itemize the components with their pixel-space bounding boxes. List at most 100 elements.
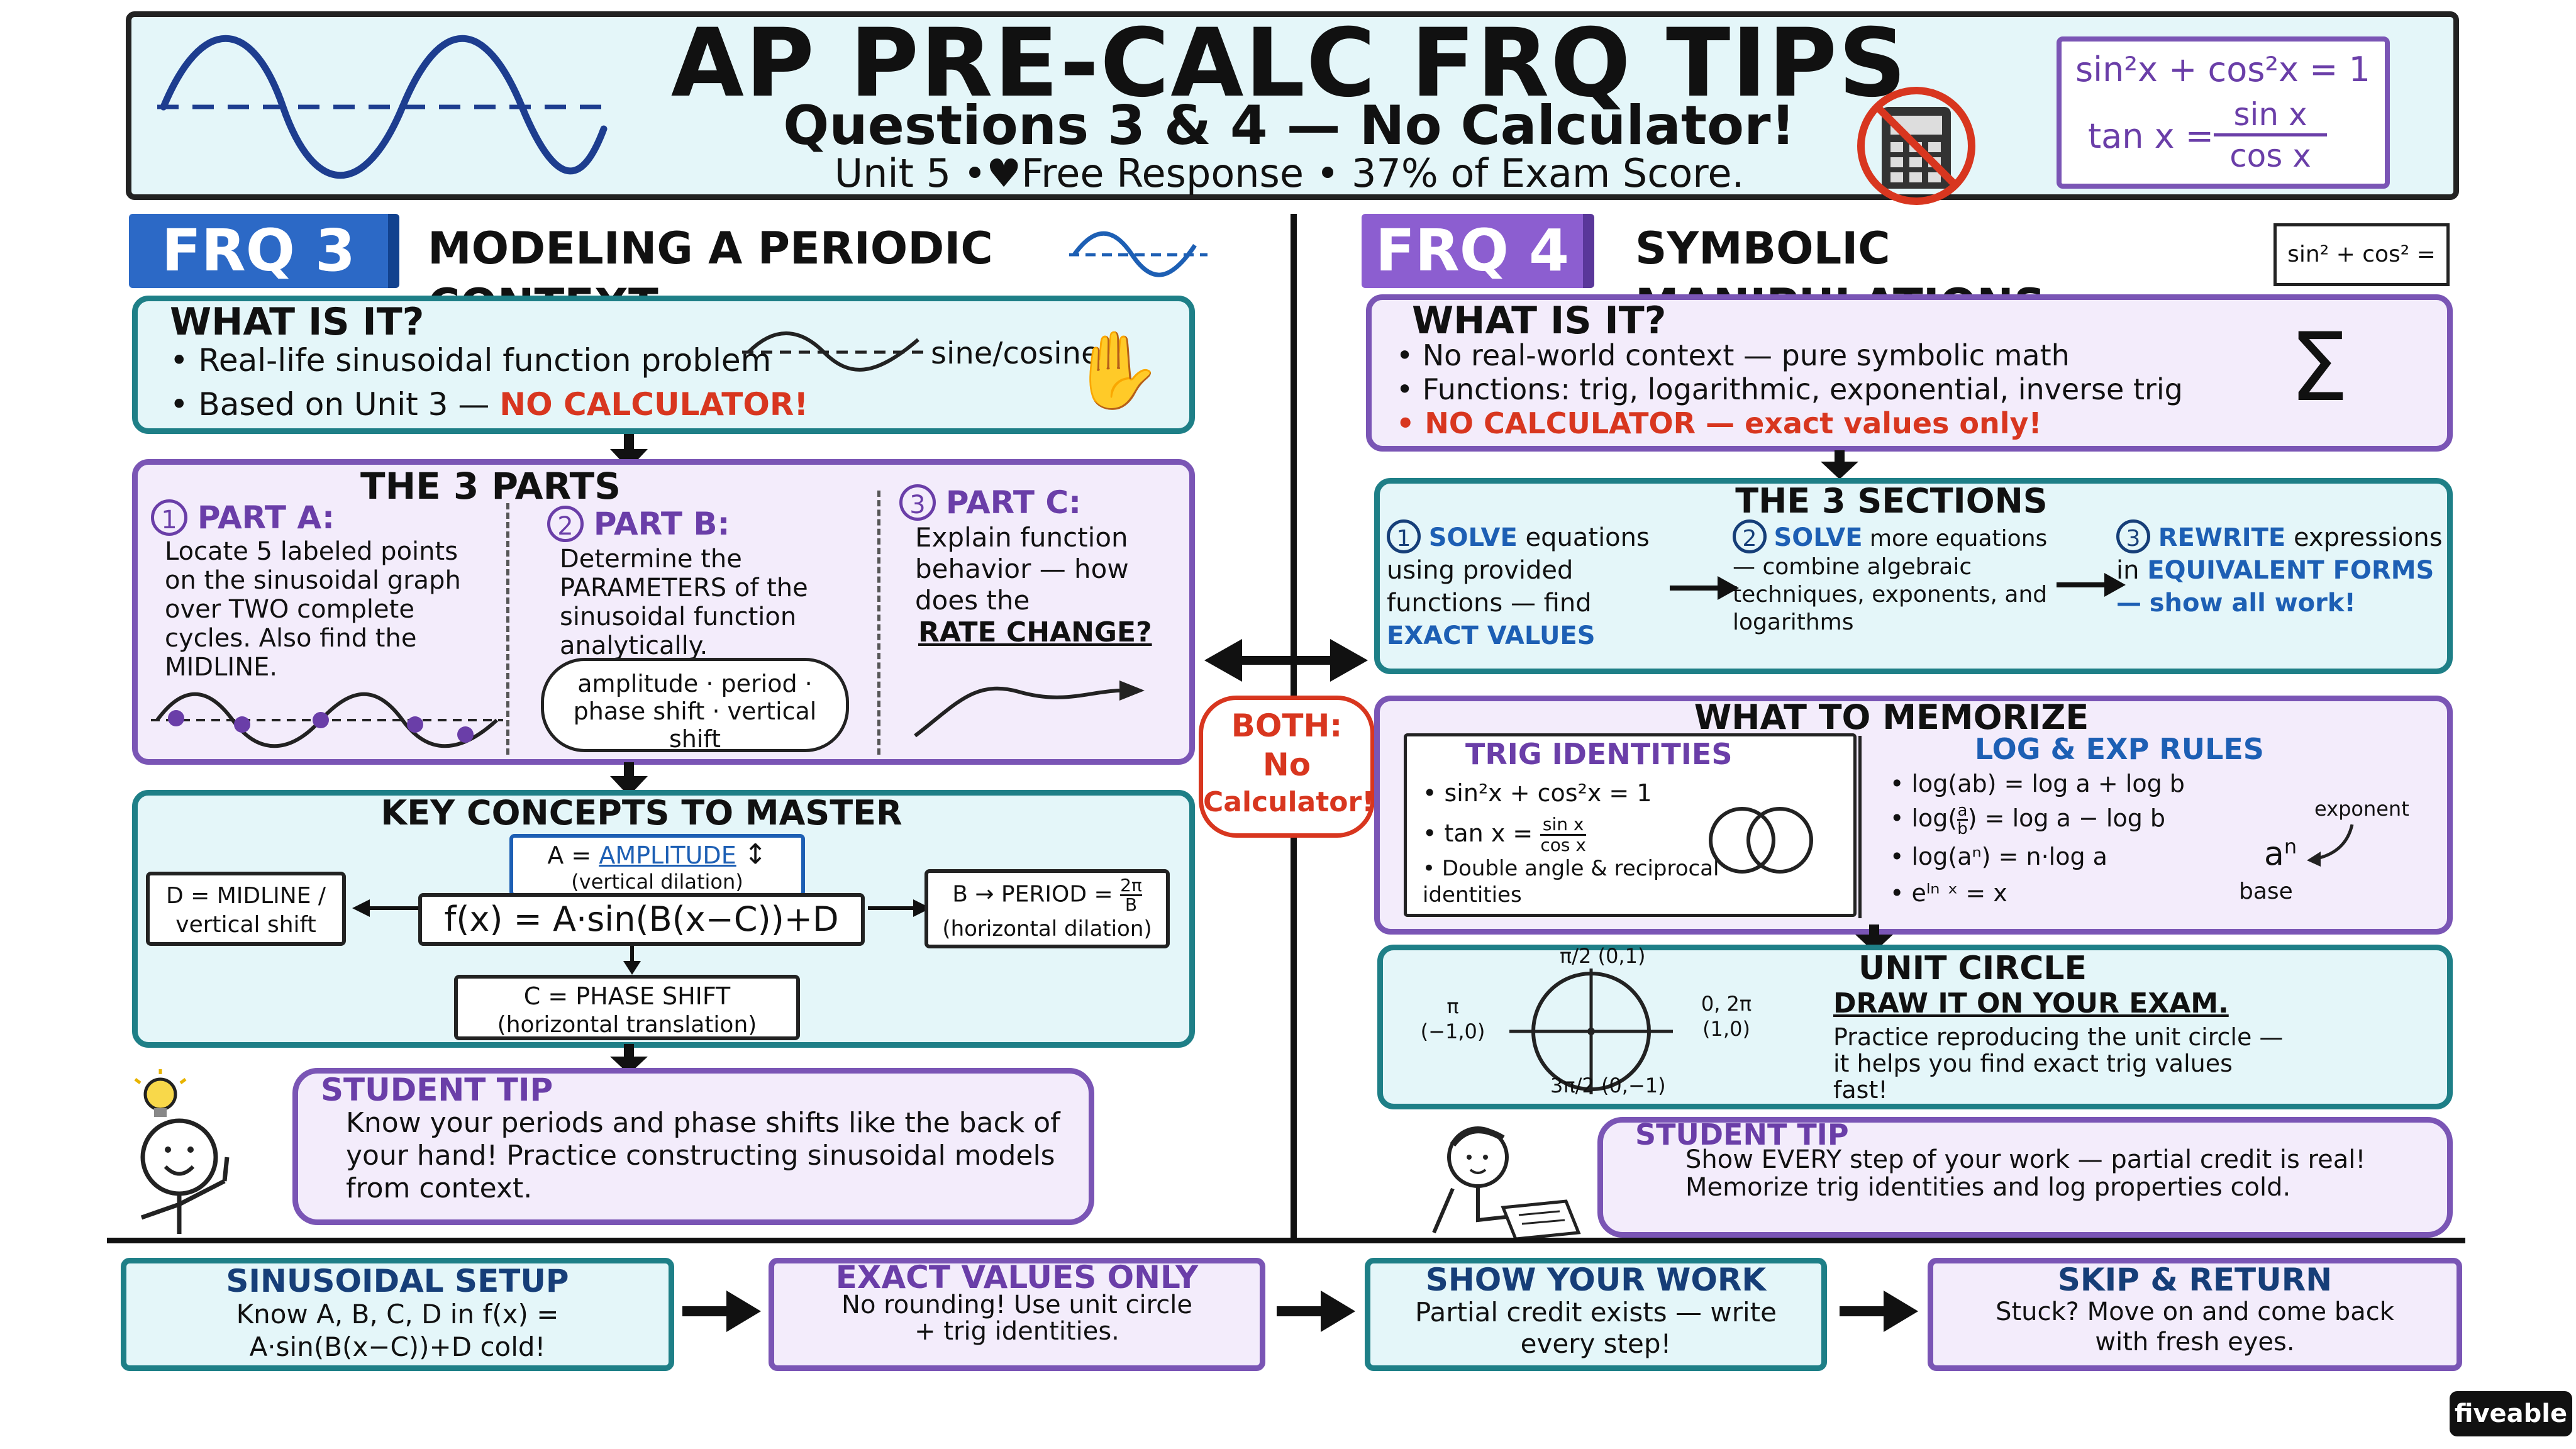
down-arrow-3 [610,1044,648,1074]
frq3-what-heading: WHAT IS IT? [170,300,425,344]
footer-card-3-title: SHOW YOUR WORK [1425,1262,1767,1298]
frq4-sections-box [1374,478,2453,674]
frq4-tip-heading: STUDENT TIP [1635,1118,1849,1152]
sine-wave-icon [157,35,610,179]
footer-card-4 [1928,1258,2462,1371]
part-b-cloud: amplitude · period · phase shift · verti… [541,658,849,753]
double-arrow [1204,639,1368,682]
footer-card-1 [121,1258,674,1371]
both-no-calculator-badge: BOTH: No Calculator! [1199,696,1375,838]
no-calculator-icon [1857,87,1975,205]
footer-card-2 [769,1258,1265,1371]
frq3-what-bullet2: • Based on Unit 3 — NO CALCULATOR! [170,386,809,423]
frq4-circle-box [1377,945,2453,1109]
log-rule-3: • log(aⁿ) = n·log a [1890,843,2107,870]
trig-identity-3: • Double angle & reciprocal identities [1423,856,1719,908]
footer-card-2-text: No rounding! Use unit circle + trig iden… [841,1291,1192,1346]
amplitude-box: A = AMPLITUDE ↕ (vertical dilation) [509,834,805,897]
header-identities-card [2057,36,2390,189]
base-label: base [2239,879,2293,904]
frq4-what-bullet2: • Functions: trig, logarithmic, exponent… [1396,372,2183,406]
footer-card-4-title: SKIP & RETURN [2057,1262,2333,1298]
circle-label-top: π/2 (0,1) [1560,944,1646,968]
page-subtitle: Questions 3 & 4 — No Calculator! [783,94,1796,157]
phase-box: C = PHASE SHIFT (horizontal translation) [454,975,800,1040]
trig-identity-1: • sin²x + cos²x = 1 [1423,779,1652,807]
down-arrow-2 [610,762,648,796]
part-a-graph [151,692,503,748]
frq3-badge: FRQ 3 [129,214,399,288]
part-a-text: Locate 5 labeled points on the sinusoida… [165,537,461,682]
frq4-what-heading: WHAT IS IT? [1412,299,1667,343]
section-2: 2 SOLVE more equations — combine algebra… [1733,519,2060,636]
fiveable-logo[interactable]: fiveable [2450,1391,2572,1436]
unit-circle-heading: UNIT CIRCLE [1858,950,2087,987]
part-b-title: 2 PART B: [547,503,730,545]
mini-sine-icon [742,331,924,372]
identity-pythagorean: sin²x + cos²x = 1 [2075,50,2370,89]
identity-tan-num: sin x [2214,96,2327,136]
log-rule-4: • eˡⁿ ˣ = x [1890,879,2007,907]
sigma-icon: Σ [2289,313,2349,423]
frq4-memorize-heading: WHAT TO MEMORIZE [1694,697,2089,737]
part-a-title: 1 PART A: [151,497,335,538]
down-arrow-5 [1855,924,1893,952]
frq3-parts-heading: THE 3 PARTS [360,465,621,508]
trig-identities-title: TRIG IDENTITIES [1465,737,1733,771]
footer-card-3 [1365,1258,1827,1371]
identity-tan-den: cos x [2229,138,2311,174]
frq3-what-box [132,296,1195,434]
section-1: 1 SOLVE equations using provided functio… [1387,519,1676,652]
footer-card-1-title: SINUSOIDAL SETUP [226,1263,569,1299]
frq3-concepts-heading: KEY CONCEPTS TO MASTER [380,793,902,833]
footer-arrow-1 [682,1291,761,1332]
exponent-arrow [2307,824,2354,867]
frq4-what-box [1366,294,2453,452]
midline-box: D = MIDLINE / vertical shift [146,872,346,946]
student-lightbulb-figure [134,1069,230,1234]
identity-tan-lhs: tan x = [2088,116,2214,156]
section-arrow-2 [2057,573,2126,597]
trig-identities-panel [1404,733,1857,917]
frq4-sections-heading: THE 3 SECTIONS [1735,481,2048,521]
parts-divider-1 [506,503,509,755]
frq3-tip-text: Know your periods and phase shifts like … [346,1107,1060,1204]
page-meta: Unit 5 •♥Free Response • 37% of Exam Sco… [834,150,1745,196]
frq3-tip-box [292,1068,1094,1225]
down-arrow-4 [1821,450,1858,479]
circle-label-left: π(−1,0) [1420,994,1485,1043]
part-c-emph: RATE CHANGE? [918,616,1152,648]
footer-card-4-text: Stuck? Move on and come back with fresh … [1996,1297,2394,1357]
arrow-to-period [868,899,931,917]
part-c-title: 3 PART C: [899,482,1081,523]
arrow-to-phase [623,946,641,975]
power-notation: an [2264,835,2297,874]
circle-label-bottom: 3π/2 (0,−1) [1550,1074,1666,1097]
frq3-what-bullet1: • Real-life sinusoidal function problem [170,342,772,379]
venn-icon [1709,807,1813,874]
log-rule-1: • log(ab) = log a + log b [1890,770,2185,797]
frq4-tip-box [1597,1117,2453,1238]
frq4-badge: FRQ 4 [1362,214,1594,288]
frq3-tip-heading: STUDENT TIP [321,1072,553,1108]
unit-circle-icon [1509,969,1673,1094]
small-wave-icon [1069,231,1208,277]
footer-card-3-text: Partial credit exists — write every step… [1415,1297,1777,1359]
frq4-what-bullet3: • NO CALCULATOR — exact values only! [1396,406,2042,440]
log-rules-title: LOG & EXP RULES [1975,732,2264,766]
footer-card-1-text: Know A, B, C, D in f(x) = A·sin(B(x−C))+… [236,1299,559,1362]
frq4-what-bullet1: • No real-world context — pure symbolic … [1396,338,2070,372]
frq4-corner-identity: sin² + cos² = 1 [2273,223,2450,324]
frq4-tip-text: Show EVERY step of your work — partial c… [1685,1145,2366,1202]
section-arrow-1 [1670,576,1739,600]
rate-change-curve [914,680,1145,738]
student-writing-figure [1432,1126,1581,1241]
frq3-wave-label: sine/cosine [931,336,1100,371]
part-b-text: Determine the PARAMETERS of the sinusoid… [560,545,808,660]
arrow-to-midline [352,899,421,917]
circle-label-right: 0, 2π(1,0) [1701,992,1752,1041]
memorize-divider [1858,736,1862,918]
